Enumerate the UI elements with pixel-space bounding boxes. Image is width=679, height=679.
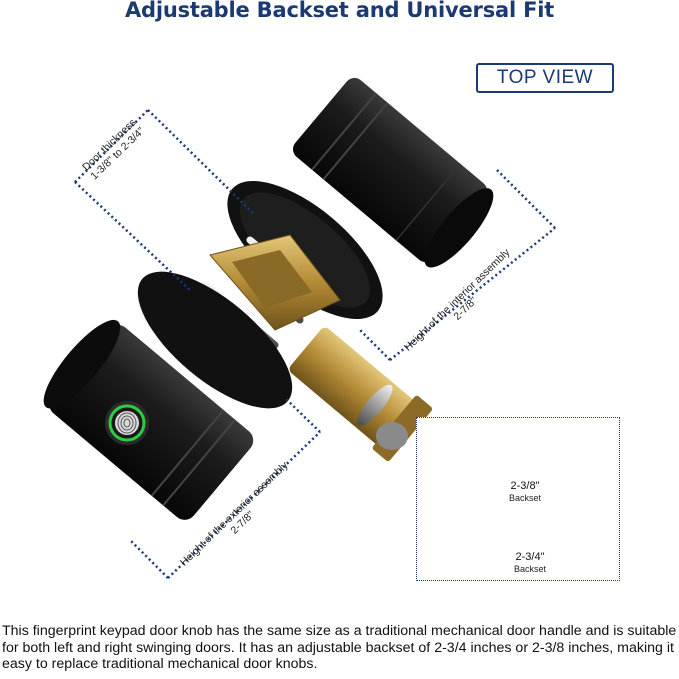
dimension-lines xyxy=(74,109,556,579)
latch-bolt xyxy=(376,422,408,450)
fingerprint-sensor xyxy=(105,401,149,445)
exterior-cylinder xyxy=(49,324,254,520)
backset-label-2: Backset xyxy=(513,564,546,574)
backset-value-1: 2-3/8" xyxy=(510,480,540,492)
exterior-rose xyxy=(137,271,293,409)
top-view-label: TOP VIEW xyxy=(496,67,594,88)
product-description: This fingerprint keypad door knob has th… xyxy=(2,623,677,672)
backset-value-2: 2-3/4" xyxy=(515,551,545,563)
page-title: Adjustable Backset and Universal Fit xyxy=(124,0,555,22)
backset-label-1: Backset xyxy=(508,493,541,503)
interior-height-line xyxy=(389,227,556,361)
top-view-badge: TOP VIEW xyxy=(476,63,614,93)
exterior-assembly xyxy=(43,271,293,520)
latch-barrel xyxy=(289,327,414,445)
interior-assembly xyxy=(227,77,494,320)
door-thickness-line xyxy=(74,109,149,183)
exterior-height-line xyxy=(167,431,321,579)
backset-panel: 2-3/8" Backset 2-3/4" Backset xyxy=(416,417,620,581)
interior-cylinder xyxy=(293,77,487,263)
